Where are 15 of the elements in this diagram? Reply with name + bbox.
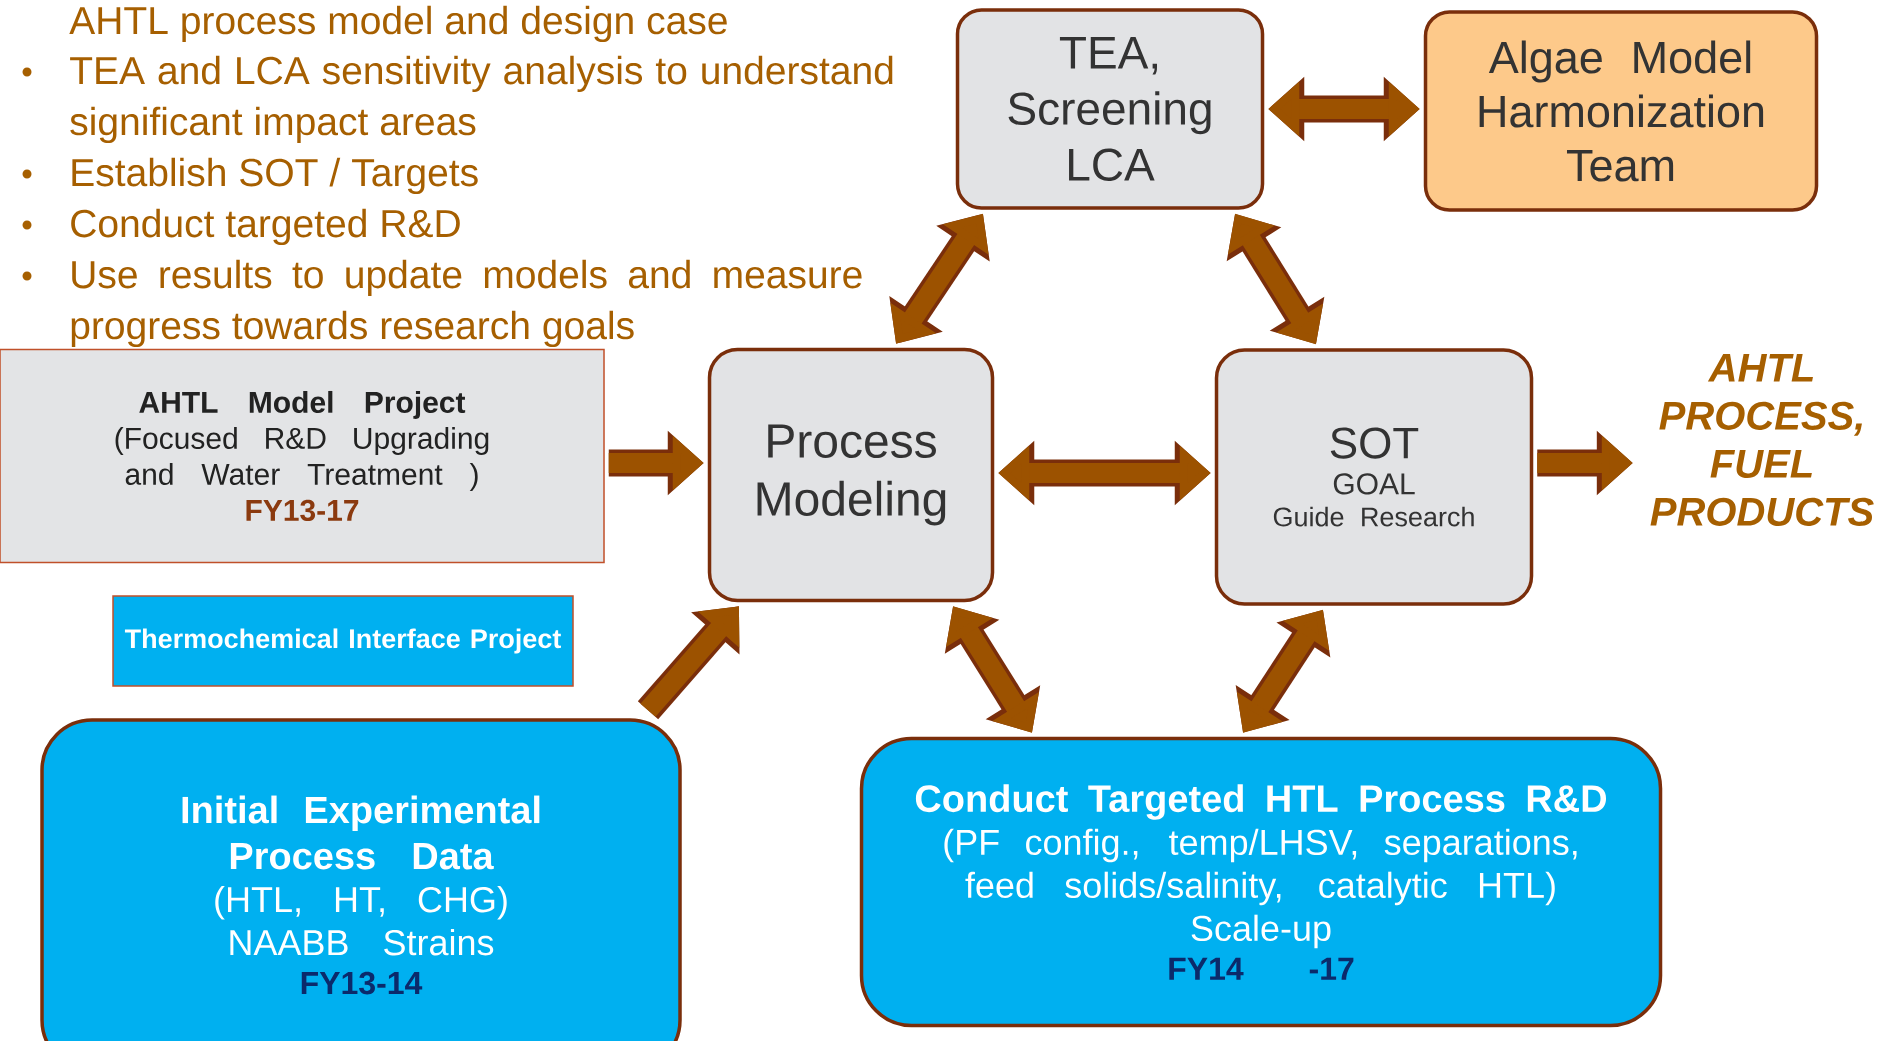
experiment-box: Initial Experimental Process Data (HTL, HT, CHG) NAABB Strains FY13-14 [40, 718, 682, 1041]
bullet-text: AHTL process model and design case [69, 5, 727, 43]
research-box: Conduct Targeted HTL Process R&D (PF config., temp/LHSV, separations, feed solids/salinity, catalytic HTL) Scale-up FY14 -17 [859, 736, 1663, 1028]
bullet-text: Establish SOT / Targets [72, 157, 478, 195]
process-box: Process Modeling [707, 347, 995, 603]
block-arrow [637, 606, 740, 720]
bullet-text: Use results to update models and measure progress towards research goals [71, 259, 862, 348]
team-box: Algae Model Harmonization Team [1423, 10, 1819, 212]
output-text: AHTL PROCESS, FUEL PRODUCTS [1650, 354, 1874, 526]
project-box: Thermochemical Interface Project [112, 595, 574, 687]
project-box: AHTL Model Project (Focused R&D Upgrading and Water Treatment ) FY13-17 [0, 348, 605, 564]
bullet-text: TEA and LCA sensitivity analysis to understand significant impact areas [70, 55, 893, 144]
process-box: TEA, Screening LCA [955, 8, 1265, 210]
process-box: SOT GOAL Guide Research [1214, 348, 1534, 606]
bullet-text: Conduct targeted R&D [71, 208, 460, 246]
